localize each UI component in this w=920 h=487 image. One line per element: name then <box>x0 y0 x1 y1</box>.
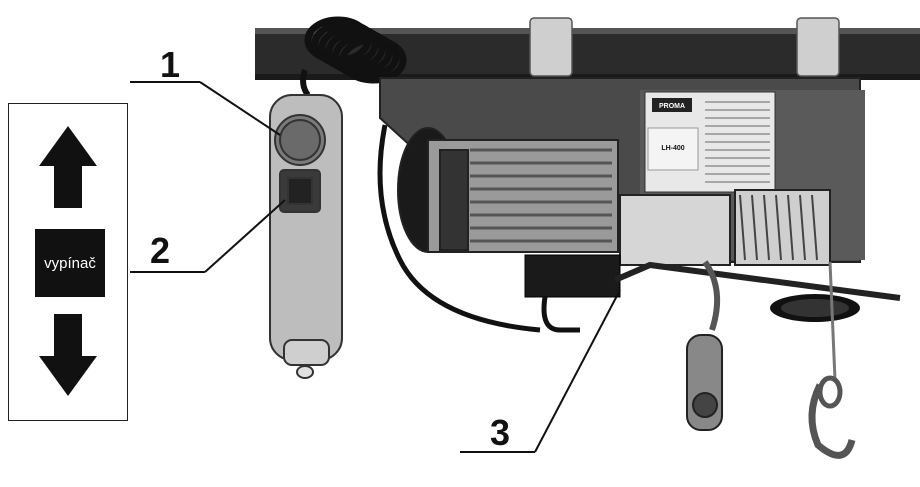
nameplate-brand: PROMA <box>659 103 685 110</box>
pendant-cable <box>377 124 541 333</box>
legend-box: vypínač <box>8 103 128 421</box>
cable-drum <box>734 189 831 266</box>
switch-label: vypínač <box>35 229 105 297</box>
callout-lines <box>130 81 621 453</box>
nameplate-model: LH-400 <box>661 145 684 152</box>
beam-clamp <box>529 17 840 77</box>
gearbox <box>619 194 731 266</box>
coiled-cable <box>304 16 407 84</box>
hook-load <box>808 261 856 459</box>
hook-pulley <box>686 260 723 431</box>
pendant-control <box>269 94 343 379</box>
arrow-up-icon <box>39 126 97 208</box>
callout-number-1: 1 <box>160 44 181 85</box>
callout-number-3: 3 <box>490 412 511 453</box>
limit-lever <box>613 261 901 301</box>
arrow-down-icon <box>39 314 97 396</box>
motor <box>397 127 619 253</box>
callout-number-2: 2 <box>150 230 171 271</box>
limit-switch-box <box>524 254 621 298</box>
